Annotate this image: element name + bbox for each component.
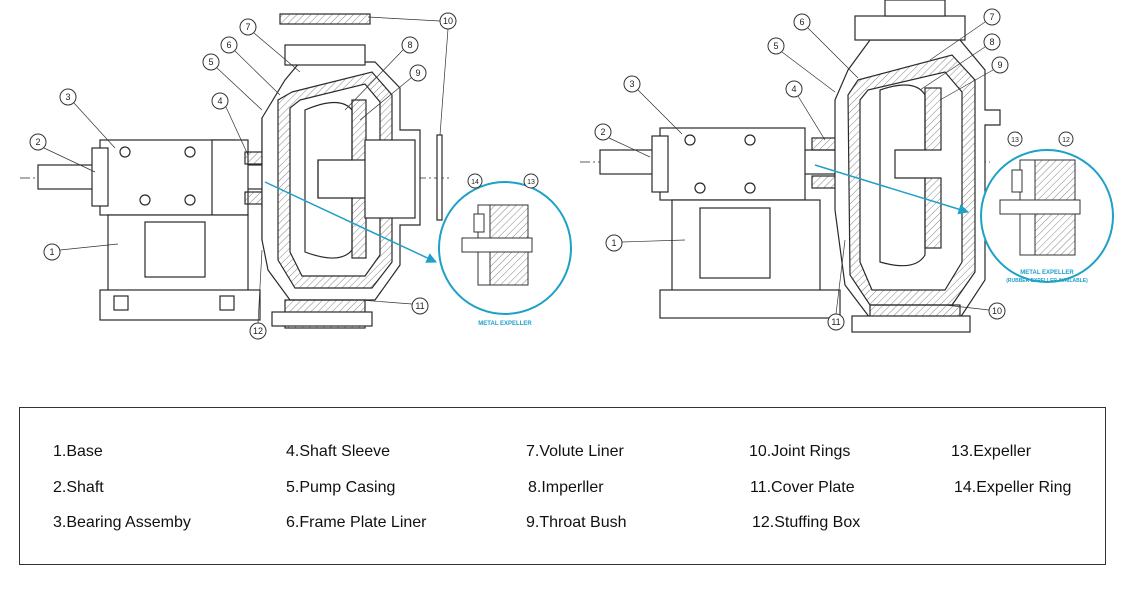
right-callout-6-label: 6: [799, 17, 804, 27]
legend-item-expeller-ring: 14.Expeller Ring: [954, 479, 1072, 496]
right-callout-1: 1: [605, 234, 686, 252]
left-callout-7-label: 7: [245, 22, 250, 32]
right-callout-9-label: 9: [997, 60, 1002, 70]
left-callout-8-label: 8: [407, 40, 412, 50]
left-callout-5-label: 5: [208, 57, 213, 67]
right-callout-2: 2: [594, 123, 651, 158]
left-detail-view: 14 13 METAL EXPELLER: [264, 173, 572, 327]
left-callout-10-label: 10: [443, 16, 453, 26]
legend-item-cover-plate: 11.Cover Plate: [750, 479, 855, 496]
left-callout-3: 3: [59, 88, 116, 149]
legend-item-expeller: 13.Expeller: [951, 443, 1032, 460]
legend-box: 1.Base 2.Shaft 3.Bearing Assemby 4.Shaft…: [19, 407, 1106, 565]
legend-item-throat-bush: 9.Throat Bush: [526, 514, 627, 531]
left-callout-12: 12: [249, 249, 267, 340]
detail-right-callout-12: 12: [1058, 131, 1074, 147]
legend-item-stuffing-box: 12.Stuffing Box: [752, 514, 861, 531]
left-callout-11-label: 11: [415, 301, 424, 311]
left-callout-5: 5: [202, 53, 263, 111]
left-detail-caption: METAL EXPELLER: [478, 321, 532, 327]
right-bearing-housing: [659, 127, 806, 201]
right-detail-caption-2: (RUBBER EXPELLER AVAILABLE): [1006, 278, 1088, 284]
right-impeller: [879, 84, 926, 267]
left-callout-9-label: 9: [415, 68, 420, 78]
legend-item-bearing-assembly: 3.Bearing Assemby: [53, 514, 191, 531]
pump-diagram: 1 2 3 4 5 6 7 8 9 10 11 12 14 13 METAL E…: [20, 0, 1114, 340]
right-callout-11: 11: [827, 239, 846, 331]
right-callout-1-label: 1: [611, 238, 616, 248]
legend-item-frame-plate-liner: 6.Frame Plate Liner: [286, 514, 427, 531]
detail-left-callout-13-label: 13: [527, 179, 535, 186]
detail-right-callout-13-label: 13: [1011, 137, 1019, 144]
right-callout-3: 3: [623, 75, 683, 135]
left-pump-drawing: [20, 13, 450, 329]
right-callout-10-label: 10: [992, 306, 1002, 316]
left-callout-2-label: 2: [35, 137, 40, 147]
legend-item-joint-rings: 10.Joint Rings: [749, 443, 851, 460]
left-callout-11: 11: [359, 297, 429, 315]
right-callout-7-label: 7: [989, 12, 994, 22]
detail-left-callout-13: 13: [523, 173, 539, 189]
left-callout-3-label: 3: [65, 92, 70, 102]
right-callout-11-label: 11: [831, 317, 840, 327]
right-callout-6: 6: [793, 13, 859, 79]
left-callout-12-label: 12: [253, 326, 263, 336]
right-callout-5-label: 5: [773, 41, 778, 51]
right-callout-4-label: 4: [791, 84, 796, 94]
legend-item-impeller: 8.Imperller: [528, 479, 604, 496]
detail-left-callout-14: 14: [467, 173, 483, 189]
left-callout-1: 1: [43, 243, 119, 261]
right-callout-9: 9: [939, 56, 1009, 101]
right-callout-5: 5: [767, 37, 836, 93]
legend-item-base: 1.Base: [53, 443, 103, 460]
legend-item-shaft-sleeve: 4.Shaft Sleeve: [286, 443, 391, 460]
left-callout-8: 8: [344, 36, 419, 111]
legend-item-volute-liner: 7.Volute Liner: [526, 443, 624, 460]
right-callout-10: 10: [944, 302, 1006, 320]
left-callouts: 1 2 3 4 5 6 7 8 9 10 11 12: [29, 12, 457, 340]
legend-item-shaft: 2.Shaft: [53, 479, 104, 496]
right-callout-3-label: 3: [629, 79, 634, 89]
right-callouts: 1 2 3 4 5 6 7 8 9 10 11: [594, 8, 1009, 331]
detail-right-callout-12-label: 12: [1062, 137, 1070, 144]
right-detail-view: 13 12 METAL EXPELLER (RUBBER EXPELLER AV…: [814, 131, 1114, 284]
left-callout-7: 7: [239, 18, 301, 73]
right-callout-7: 7: [929, 8, 1001, 61]
right-callout-4: 4: [785, 80, 826, 141]
left-callout-6-label: 6: [226, 40, 231, 50]
left-callout-6: 6: [220, 36, 281, 96]
detail-right-callout-13: 13: [1007, 131, 1023, 147]
left-callout-4-label: 4: [217, 96, 222, 106]
left-callout-1-label: 1: [49, 247, 54, 257]
left-callout-9: 9: [359, 64, 427, 121]
right-callout-8-label: 8: [989, 37, 994, 47]
right-pump-drawing: [580, 0, 1001, 333]
left-callout-4: 4: [211, 92, 249, 156]
left-callout-2: 2: [29, 133, 96, 173]
legend-item-pump-casing: 5.Pump Casing: [286, 479, 396, 496]
right-callout-8: 8: [919, 33, 1001, 91]
left-callout-10: 10: [367, 12, 457, 136]
right-detail-caption-1: METAL EXPELLER: [1020, 270, 1074, 276]
detail-left-callout-14-label: 14: [471, 179, 479, 186]
right-callout-2-label: 2: [600, 127, 605, 137]
